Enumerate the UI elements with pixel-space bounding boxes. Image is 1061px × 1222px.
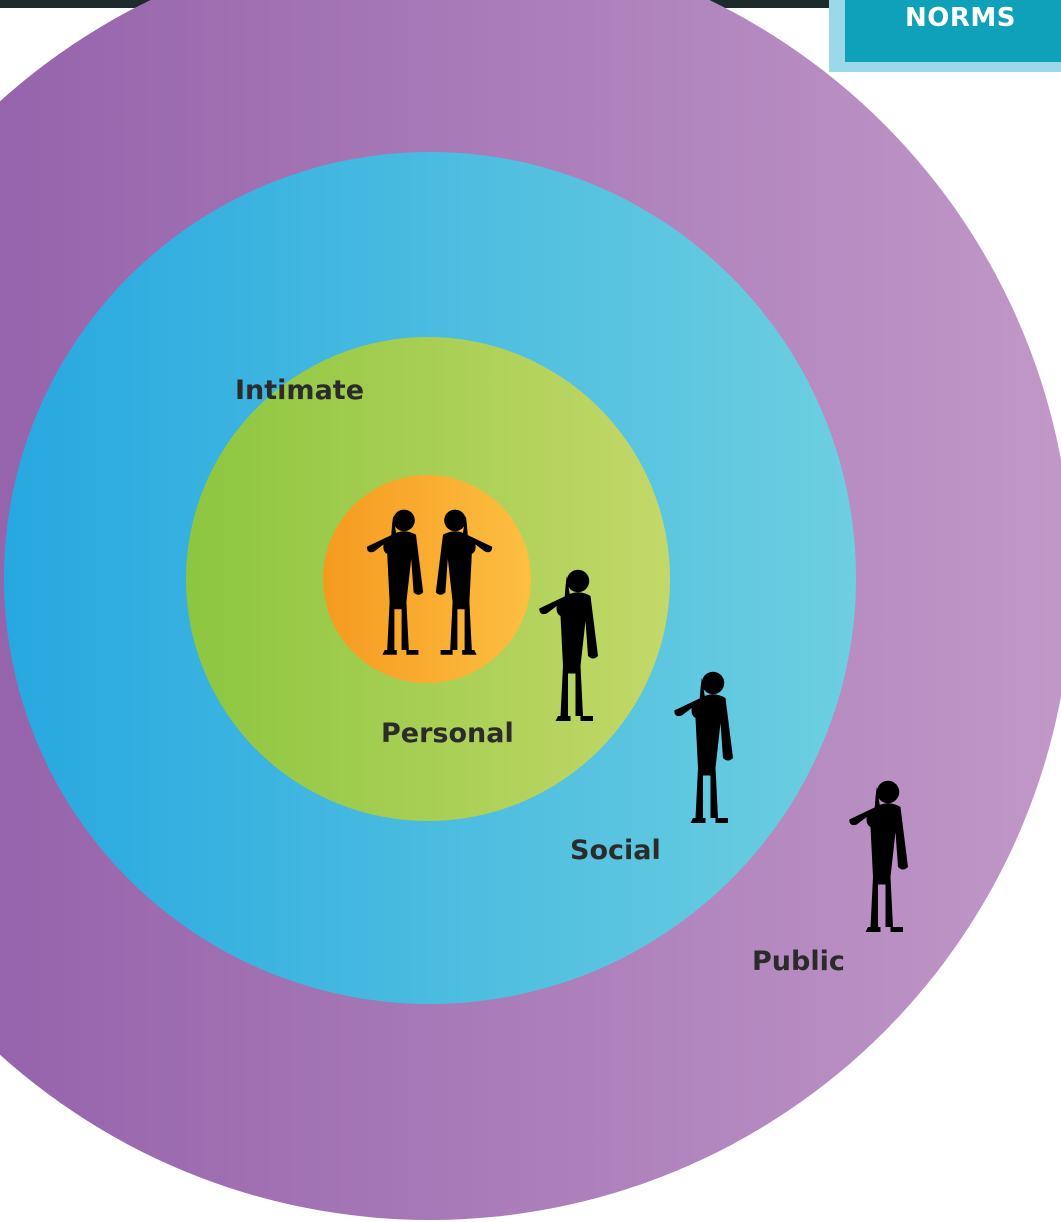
label-social: Social (570, 835, 661, 866)
zone-intimate (323, 475, 531, 683)
label-public: Public (752, 946, 845, 977)
label-personal: Personal (381, 718, 514, 749)
label-intimate: Intimate (235, 375, 364, 406)
norms-badge: NORMS (829, 0, 1061, 72)
norms-badge-text: NORMS (845, 0, 1061, 62)
